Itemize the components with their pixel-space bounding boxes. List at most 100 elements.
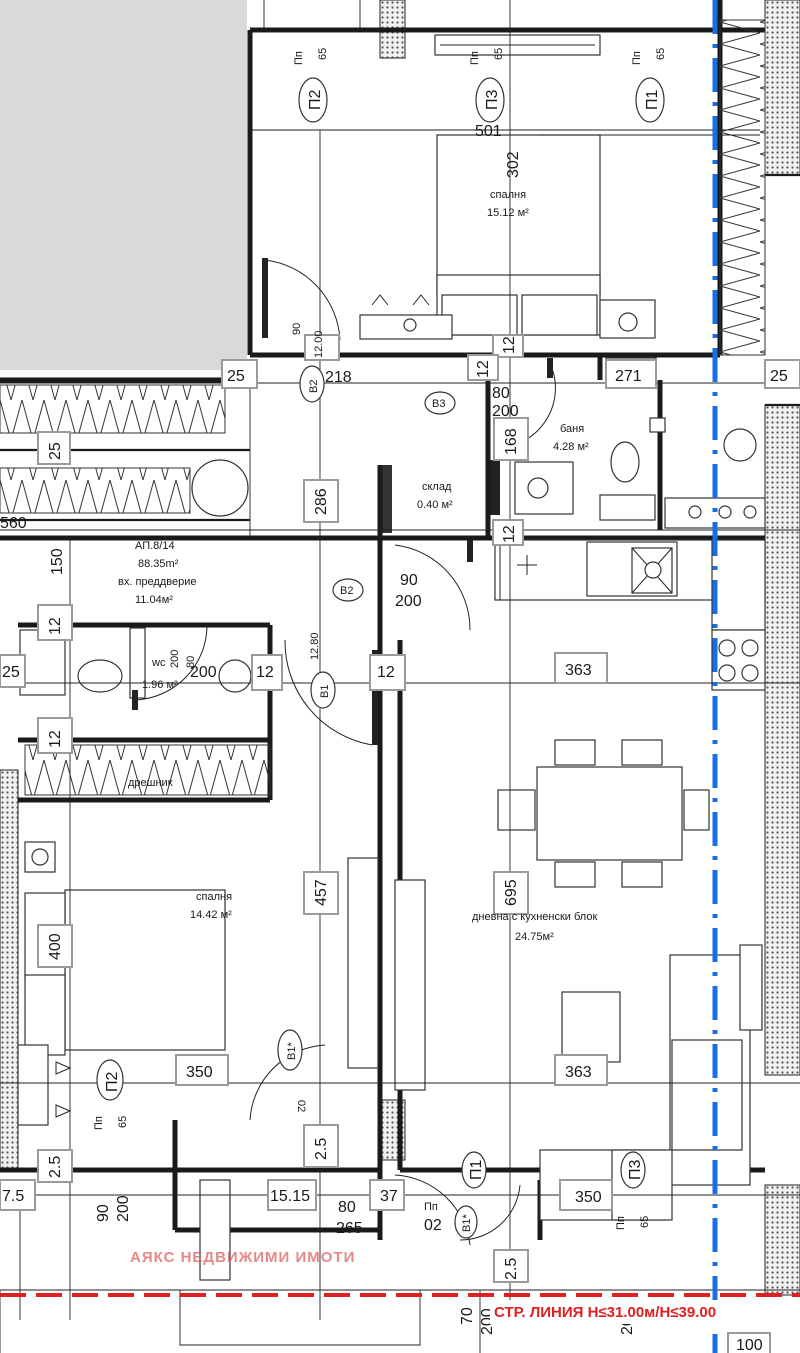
svg-text:12: 12 (377, 664, 395, 681)
wardrobes (0, 19, 766, 796)
doors (132, 258, 556, 1246)
dim-90-hall: 90 (400, 572, 418, 589)
tag-b3: В3 (424, 391, 456, 415)
svg-text:80: 80 (338, 1199, 356, 1216)
dim-286: 286 (303, 479, 339, 523)
svg-text:90: 90 (291, 323, 303, 335)
tag-b1s-bottom: В1* (454, 1205, 478, 1239)
dim-2-5-b: 2.5 (493, 1249, 529, 1283)
tag-p2-bedroom2: П2 (96, 1059, 124, 1101)
svg-text:200: 200 (395, 593, 422, 610)
svg-text:200: 200 (115, 1195, 132, 1222)
dim-12-a: 12.00 (304, 330, 340, 361)
svg-text:В3: В3 (432, 398, 445, 410)
dim-12-c: 12 (467, 354, 499, 381)
svg-text:2.5: 2.5 (503, 1258, 520, 1280)
living-furniture (347, 857, 763, 1221)
svg-text:12.80: 12.80 (309, 632, 321, 660)
svg-text:271: 271 (615, 368, 642, 385)
regulation-label: СТР. ЛИНИЯ Н≤31.00м/Н≤39.00 (490, 1300, 800, 1324)
storage-area: 0.40 м² (417, 499, 453, 511)
dim-363-bottom: 363 (554, 1054, 608, 1086)
dim-7-5: 7.5 (0, 1179, 36, 1211)
hall-area: 11.04м² (135, 594, 173, 606)
svg-text:501: 501 (475, 123, 502, 140)
dim-15-15: 15.15 (267, 1179, 317, 1211)
svg-text:695: 695 (503, 879, 520, 906)
tag-p3-top: П3 (475, 77, 505, 123)
svg-text:350: 350 (575, 1189, 602, 1206)
wc-name: wc (151, 657, 166, 669)
dim-25-left: 25 (221, 359, 258, 389)
bedroom1-area: 15.12 м² (487, 207, 529, 219)
dim-12-d: 12 (492, 519, 524, 546)
dim-90-bottom: 90 (95, 1204, 112, 1222)
dim-265: 265 (336, 1220, 363, 1237)
svg-text:7.5: 7.5 (2, 1188, 24, 1205)
svg-text:2.5: 2.5 (313, 1138, 330, 1160)
svg-text:200: 200 (492, 403, 519, 420)
tag-p1-top: П1 (635, 77, 665, 123)
svg-text:П1: П1 (644, 90, 661, 111)
dim-90-a: 90 (291, 323, 303, 335)
living-area: 24.75м² (515, 931, 554, 943)
dim-12-f: 12 (369, 654, 406, 691)
storage-name: склад (422, 481, 452, 493)
svg-text:560: 560 (0, 515, 27, 532)
svg-text:65: 65 (117, 1116, 129, 1128)
svg-text:168: 168 (503, 428, 520, 455)
svg-text:СТР. ЛИНИЯ Н≤31.00м/Н≤39.00: СТР. ЛИНИЯ Н≤31.00м/Н≤39.00 (494, 1304, 716, 1321)
dim-501: 501 (475, 123, 502, 140)
dimension-labels: 501 302 218 271 25 25 25 286 168 363 363… (0, 123, 800, 1353)
dim-363-top: 363 (554, 652, 608, 684)
dim-70: 70 (459, 1307, 476, 1325)
svg-text:25: 25 (770, 368, 788, 385)
neighbor-area (0, 0, 247, 370)
dim-350-left: 350 (175, 1054, 229, 1086)
dim-200-bath: 200 (492, 403, 519, 420)
svg-text:Пп: Пп (469, 51, 481, 65)
svg-text:80: 80 (492, 385, 510, 402)
tag-b2-top: В2 (299, 365, 325, 403)
svg-text:65: 65 (655, 48, 667, 60)
dim-12-e: 12 (251, 654, 283, 691)
dim-37: 37 (369, 1179, 405, 1211)
svg-text:Пп: Пп (93, 1116, 105, 1130)
svg-text:363: 363 (565, 1064, 592, 1081)
svg-text:В1: В1 (319, 685, 331, 698)
dim-25-wardrobe: 25 (37, 431, 71, 465)
dim-200-wc-b: 200 (190, 664, 217, 681)
bedroom2-area: 14.42 м² (190, 909, 232, 921)
bedroom2-name: спалня (196, 891, 232, 903)
svg-text:02: 02 (295, 1100, 307, 1112)
svg-text:65: 65 (639, 1216, 651, 1228)
svg-text:15.15: 15.15 (270, 1188, 310, 1205)
svg-text:В1*: В1* (461, 1214, 473, 1232)
dim-02-bottom: 02 (424, 1217, 442, 1234)
svg-text:70: 70 (459, 1307, 476, 1325)
svg-text:12: 12 (501, 525, 518, 543)
svg-text:65: 65 (317, 48, 329, 60)
svg-text:65: 65 (493, 48, 505, 60)
room-labels: спалня 15.12 м² баня 4.28 м² склад 0.40 … (118, 189, 597, 943)
dim-2-5: 2.5 (303, 1124, 339, 1168)
svg-text:Пп: Пп (631, 51, 643, 65)
tag-pp-bottom: Пп (424, 1201, 438, 1213)
svg-text:25: 25 (227, 368, 245, 385)
dim-302: 302 (505, 151, 522, 178)
wardrobe-name: дрешник (128, 777, 173, 789)
svg-text:В2: В2 (308, 380, 320, 393)
svg-text:80: 80 (185, 656, 197, 668)
svg-text:25: 25 (47, 442, 64, 460)
svg-text:В2: В2 (340, 585, 353, 597)
svg-text:12: 12 (47, 730, 64, 748)
dim-2-5-c: 2.5 (37, 1149, 73, 1183)
svg-text:Пп: Пп (615, 1216, 627, 1230)
svg-text:П3: П3 (484, 90, 501, 111)
dim-200-bottom-l: 200 (115, 1195, 132, 1222)
svg-text:П2: П2 (307, 90, 324, 111)
svg-text:12: 12 (256, 664, 274, 681)
svg-text:363: 363 (565, 662, 592, 679)
